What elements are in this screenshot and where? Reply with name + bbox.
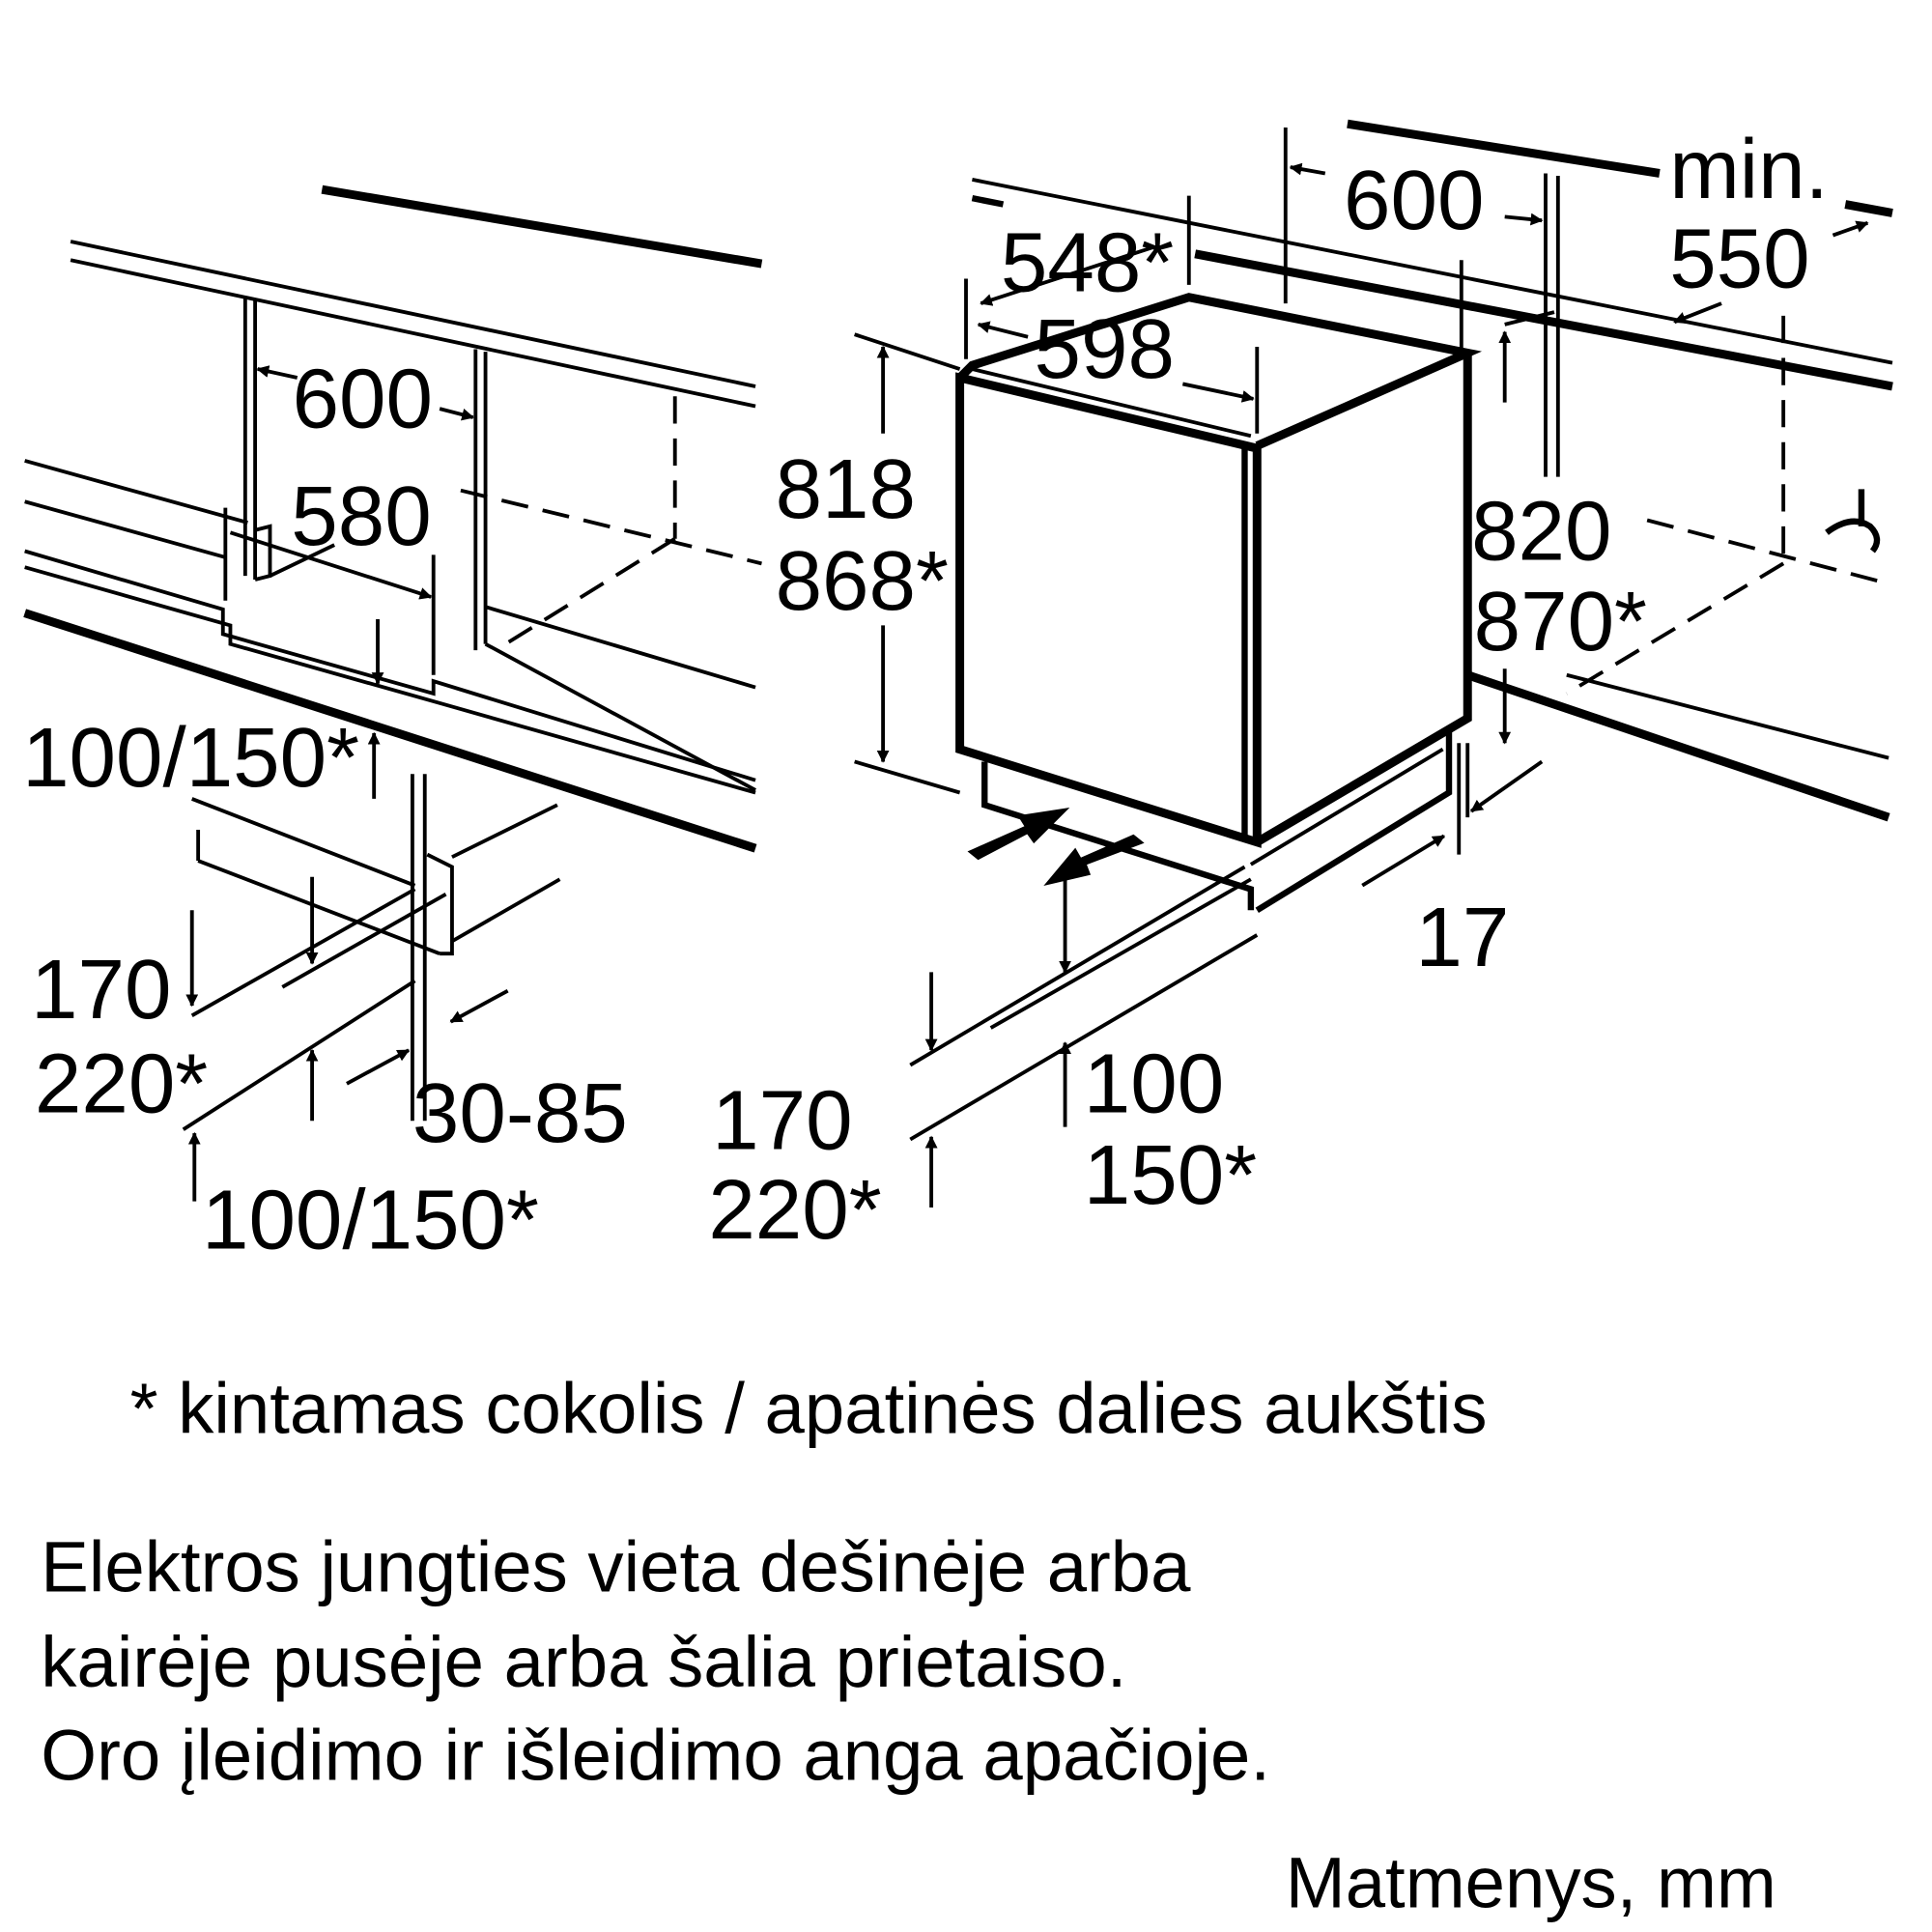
left-plinth-170-label: 170 <box>31 943 171 1037</box>
note-line-3: Oro įleidimo ir išleidimo anga apačioje. <box>41 1715 1270 1795</box>
height-868-label: 868* <box>776 534 949 628</box>
left-width-600-label: 600 <box>293 352 433 445</box>
left-plinth-bottom-label: 100/150* <box>202 1173 539 1266</box>
air-outlet-arrow-icon <box>1043 834 1145 887</box>
plinth-220-label: 220* <box>708 1163 881 1257</box>
plinth-170-label: 170 <box>712 1074 852 1168</box>
power-socket-icon <box>1825 489 1881 554</box>
note-line-2: kairėje pusėje arba šalia prietaiso. <box>41 1622 1126 1702</box>
left-niche-drawing <box>23 185 763 1202</box>
depth-548-label: 548* <box>1001 215 1174 309</box>
units-label: Matmenys, mm <box>1286 1842 1776 1922</box>
left-depth-580-label: 580 <box>291 469 431 563</box>
right-width-600-label: 600 <box>1344 154 1484 247</box>
right-appliance-drawing <box>854 119 1893 1208</box>
height-820-label: 820 <box>1471 484 1611 578</box>
min-550-label: 550 <box>1669 212 1809 305</box>
left-plinth-top-label: 100/150* <box>22 711 359 805</box>
height-870-label: 870* <box>1474 575 1647 668</box>
min-label: min. <box>1669 123 1829 216</box>
plinth-100-label: 100 <box>1084 1037 1224 1130</box>
left-plinth-220-label: 220* <box>35 1037 208 1130</box>
air-inlet-arrow-icon <box>967 808 1070 861</box>
left-gap-label: 30-85 <box>412 1066 628 1160</box>
width-598-label: 598 <box>1035 302 1175 396</box>
height-818-label: 818 <box>776 442 916 536</box>
plinth-150-label: 150* <box>1084 1128 1257 1222</box>
note-line-1: Elektros jungties vieta dešinėje arba <box>41 1526 1191 1606</box>
footnote: * kintamas cokolis / apatinės dalies auk… <box>130 1368 1488 1448</box>
offset-17-label: 17 <box>1415 891 1509 984</box>
